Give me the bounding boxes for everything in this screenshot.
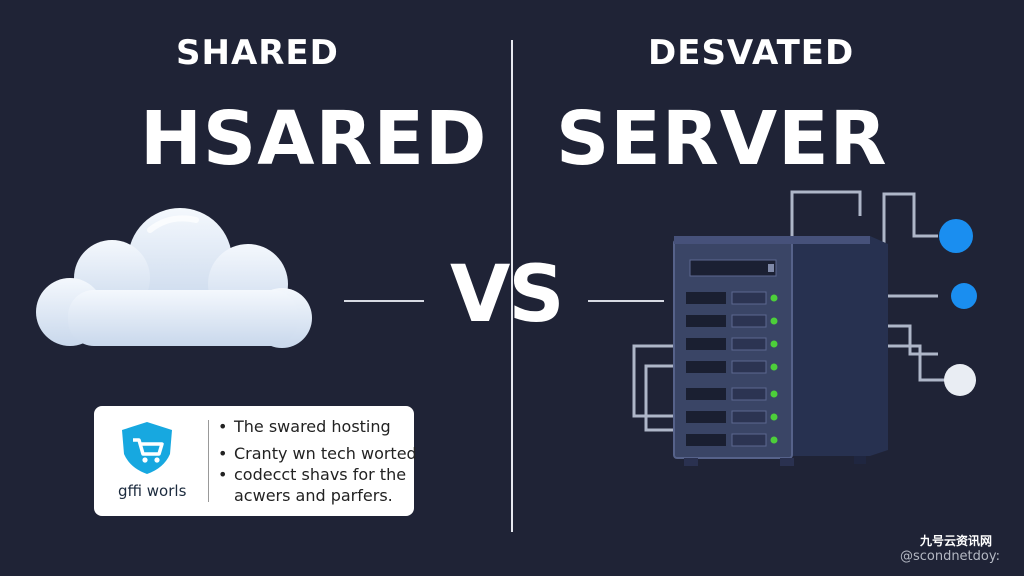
right-title: SERVER — [556, 96, 888, 182]
left-connector-line — [344, 300, 424, 302]
network-node-icon — [939, 219, 973, 253]
logo-text: gffi worls — [118, 482, 187, 500]
vs-label: VS — [450, 250, 565, 340]
server-tower-icon — [632, 190, 977, 466]
right-subtitle: DESVATED — [648, 33, 855, 73]
left-title: HSARED — [140, 96, 488, 182]
card-line-4: acwers and parfers. — [234, 486, 393, 505]
card-line-3: codecct shavs for the — [234, 465, 407, 484]
card-separator — [208, 420, 209, 502]
network-node-icon — [944, 364, 976, 396]
center-divider — [511, 40, 513, 532]
card-line-2: Cranty wn tech worted — [234, 444, 417, 463]
card-line-1: The swared hosting — [234, 417, 391, 436]
watermark-handle: @scondnetdoy: — [899, 549, 1000, 564]
bullet-mark: • — [218, 465, 228, 484]
shield-cart-icon — [122, 422, 172, 474]
watermark-cn: 九号云资讯网 — [919, 534, 992, 548]
bullet-mark: • — [218, 417, 228, 436]
network-node-icon — [951, 283, 977, 309]
right-connector-line — [588, 300, 664, 302]
cloud-icon — [36, 208, 312, 348]
bullet-mark: • — [218, 444, 228, 463]
left-subtitle: SHARED — [176, 33, 339, 73]
